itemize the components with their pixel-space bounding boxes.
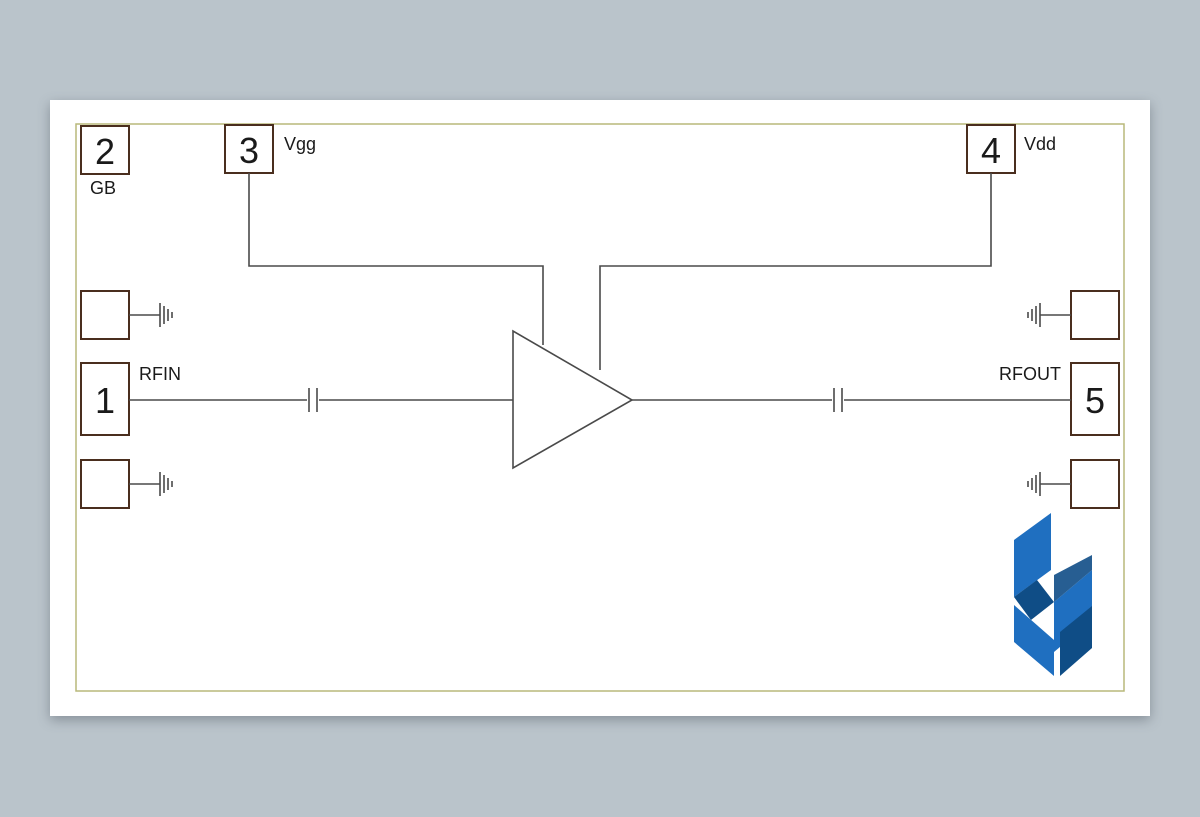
pin-2-number: 2 — [95, 131, 115, 172]
vgg-wire — [248, 173, 544, 345]
pin-2-label: GB — [90, 178, 116, 198]
pin-3-label: Vgg — [284, 134, 316, 154]
ground-icon — [1027, 303, 1041, 327]
ground-icon — [159, 303, 173, 327]
triangle-amplifier-icon — [512, 329, 634, 470]
pin-1-number: 1 — [95, 380, 115, 421]
pin-4-number: 4 — [981, 130, 1001, 171]
capacitor-icon — [308, 388, 318, 412]
ground-icon — [159, 472, 173, 496]
ground-pad-right-top — [1027, 290, 1120, 340]
pin-3-pad: 3 — [224, 124, 274, 174]
pin-5-label: RFOUT — [999, 364, 1061, 384]
pin-4-pad: 4 — [966, 124, 1016, 174]
pin-4-label: Vdd — [1024, 134, 1056, 154]
ground-icon — [1027, 472, 1041, 496]
ground-pad-left-bottom — [80, 459, 173, 509]
vdd-wire — [599, 173, 992, 370]
chip-outline — [75, 123, 1125, 692]
pin-2-pad: 2 — [80, 125, 130, 175]
pin-1-pad: 1 — [80, 362, 130, 436]
ground-pad-left-top — [80, 290, 173, 340]
ground-pad-right-bottom — [1027, 459, 1120, 509]
pin-5-pad: 5 — [1070, 362, 1120, 436]
capacitor-icon — [833, 388, 843, 412]
pin-1-label: RFIN — [139, 364, 181, 384]
company-logo-icon — [1014, 513, 1092, 676]
pin-5-number: 5 — [1085, 380, 1105, 421]
pin-3-number: 3 — [239, 130, 259, 171]
